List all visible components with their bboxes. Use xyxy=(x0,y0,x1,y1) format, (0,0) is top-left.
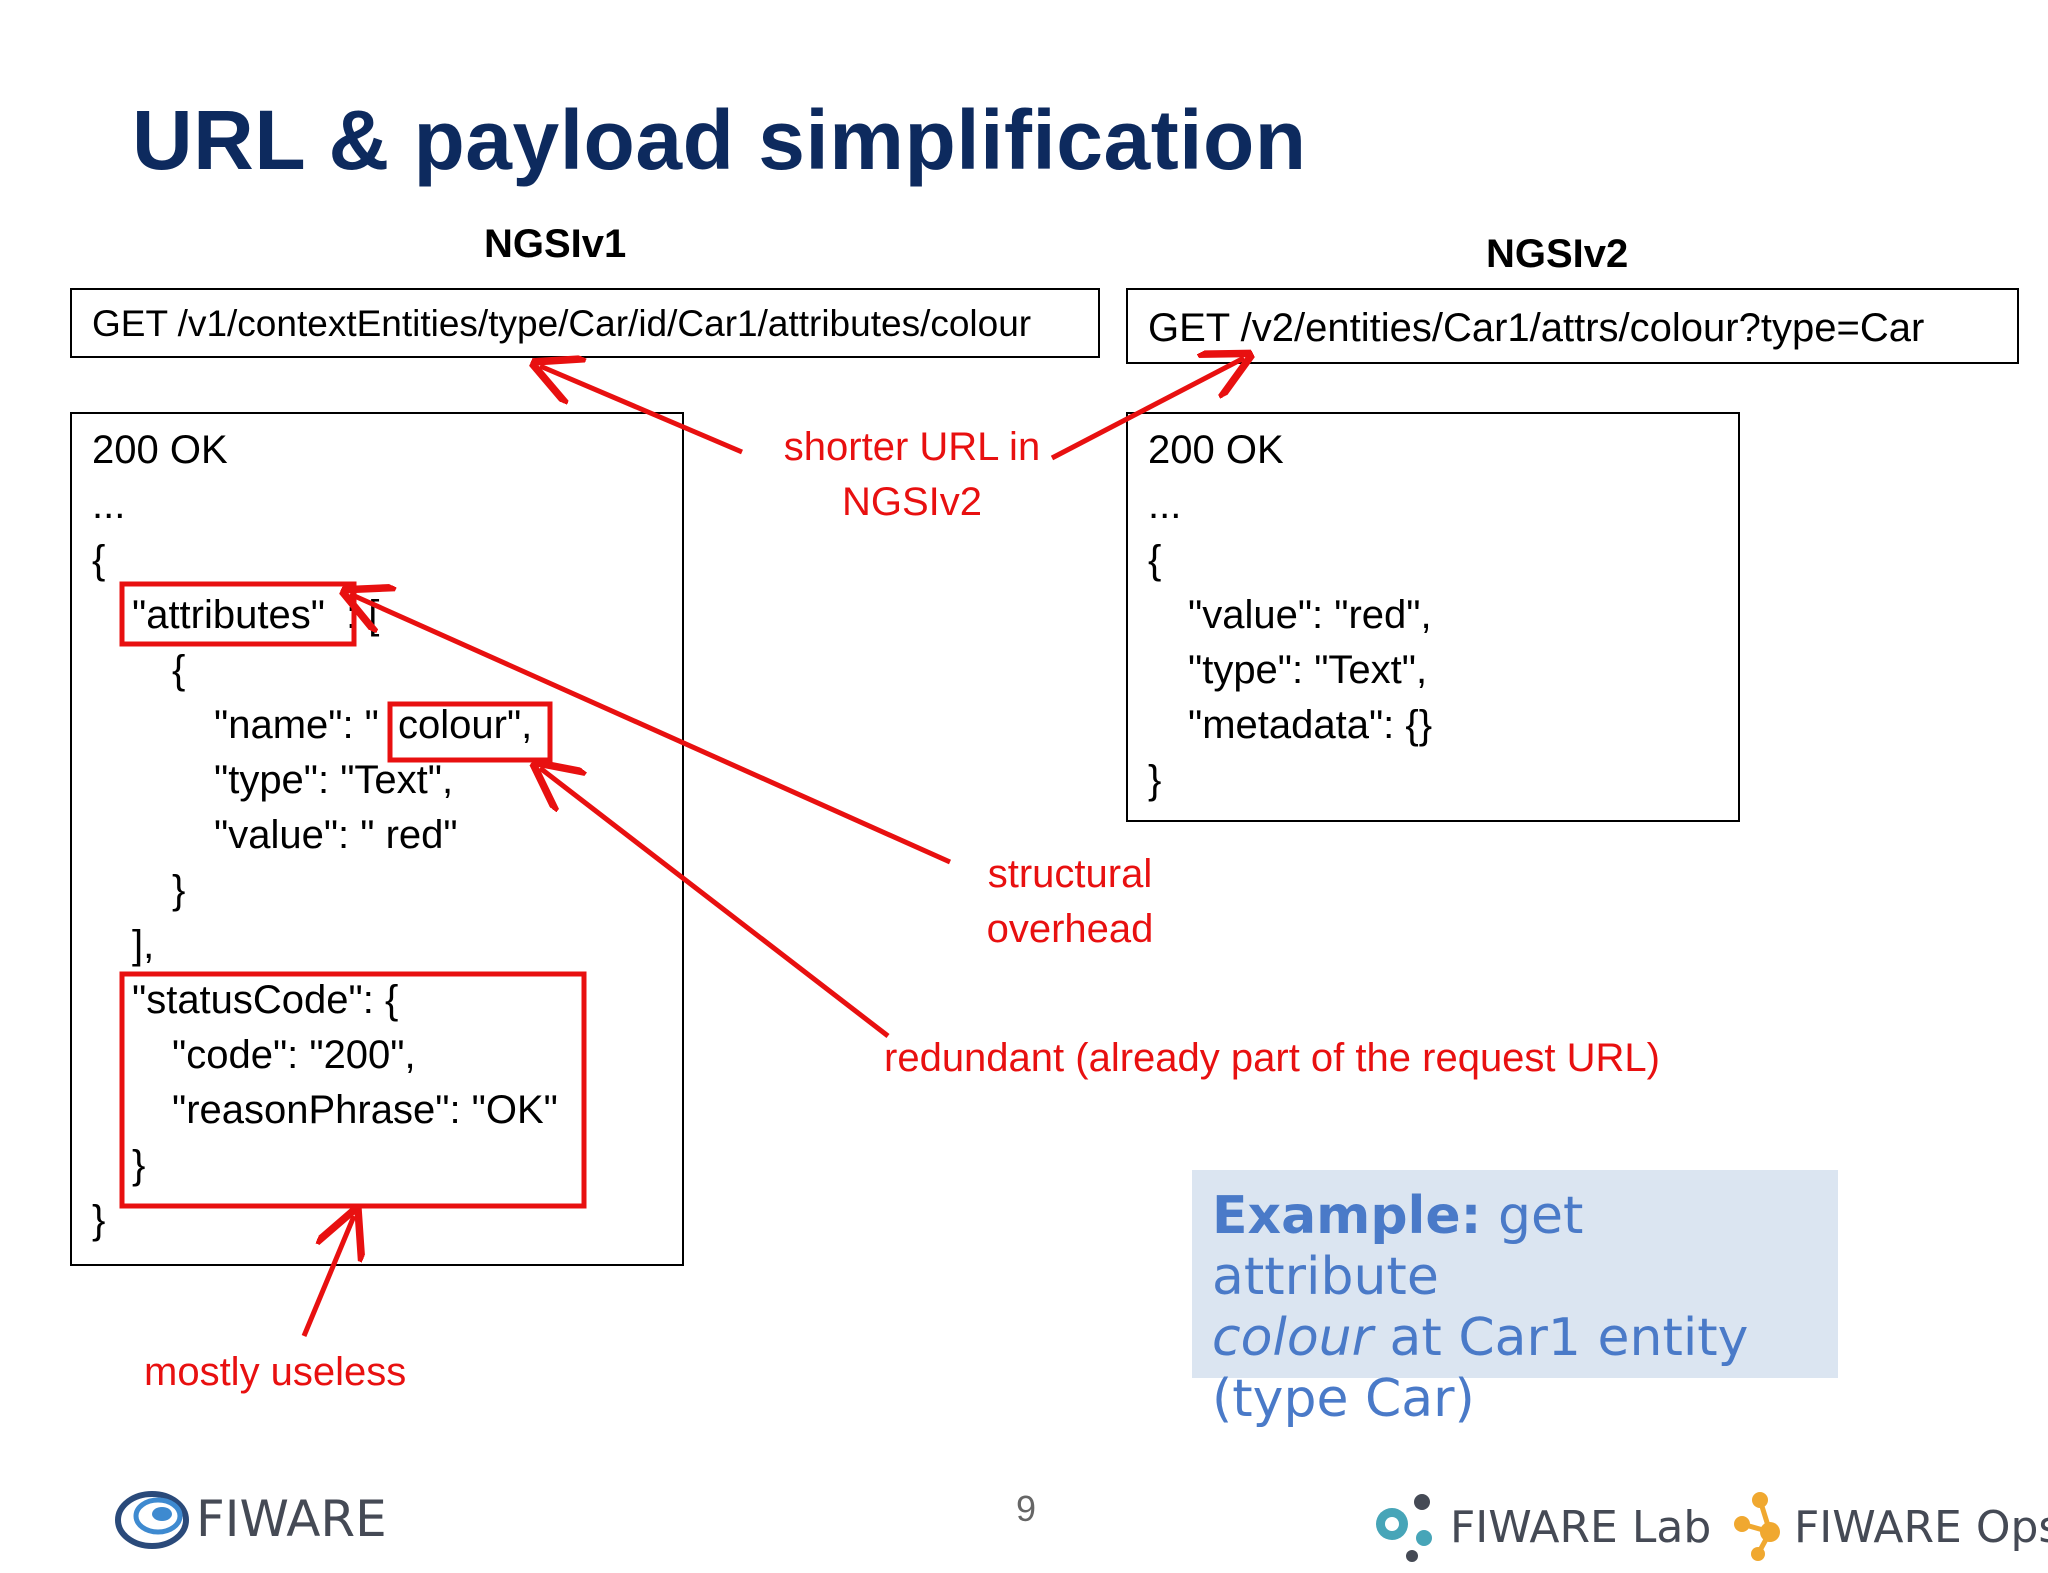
v1-inner-open: { xyxy=(172,648,186,692)
v1-response-box xyxy=(70,412,684,1266)
annotation-shorter-url: shorter URL in NGSIv2 xyxy=(742,425,1082,525)
example-box: Example: get attribute colour at Car1 en… xyxy=(1192,1170,1838,1429)
annotation-shorter-line1: shorter URL in xyxy=(783,425,1041,469)
fiware-ops-logo-text: FIWARE Ops xyxy=(1794,1502,2048,1553)
example-text3: (type Car) xyxy=(1212,1369,1475,1429)
arrow-redundant xyxy=(540,768,890,1038)
page-number: 9 xyxy=(1016,1488,1037,1529)
v1-status-code-line: "statusCode": { xyxy=(132,978,399,1022)
arrow-useless xyxy=(301,1216,354,1337)
annotation-shorter-line2: NGSIv2 xyxy=(841,480,983,524)
v1-array-close: ], xyxy=(132,923,155,967)
v2-ellipsis: ... xyxy=(1148,483,1182,527)
v1-inner-close: } xyxy=(172,868,186,912)
v2-response-box xyxy=(1126,412,1740,822)
ngsiv2-header: NGSIv2 xyxy=(1486,232,1629,276)
attributes-highlight-box xyxy=(119,581,357,647)
v1-url: GET /v1/contextEntities/type/Car/id/Car1… xyxy=(92,303,1032,344)
v2-value-line: "value": "red", xyxy=(1188,593,1432,637)
v1-close-brace: } xyxy=(92,1198,106,1242)
fiware-logo-text: FIWARE xyxy=(196,1490,387,1548)
slide-title: URL & payload simplification xyxy=(132,93,1307,187)
v2-status: 200 OK xyxy=(1148,428,1284,472)
arrow-shorter-to-v1 xyxy=(540,366,743,455)
v1-attributes-key: "attributes" xyxy=(132,593,325,637)
fiware-lab-logo-text: FIWARE Lab xyxy=(1450,1502,1712,1553)
v1-status-close: } xyxy=(132,1143,146,1187)
v1-name-key: "name": " xyxy=(214,703,379,747)
annotation-structural-line2: overhead xyxy=(986,907,1154,951)
v1-code-line: "code": "200", xyxy=(172,1033,416,1077)
v2-type-line: "type": "Text", xyxy=(1188,648,1428,692)
annotation-structural-line1: structural xyxy=(987,852,1153,896)
v1-reason-line: "reasonPhrase": "OK" xyxy=(172,1088,558,1132)
annotation-structural: structural overhead xyxy=(960,852,1180,952)
v2-url: GET /v2/entities/Car1/attrs/colour?type=… xyxy=(1148,306,1925,350)
annotation-useless: mostly useless xyxy=(144,1350,407,1394)
example-label: Example: xyxy=(1212,1186,1482,1246)
v2-open-brace: { xyxy=(1148,538,1162,582)
v1-value-line: "value": " red" xyxy=(214,813,458,857)
statuscode-highlight-box xyxy=(119,971,587,1209)
v1-status: 200 OK xyxy=(92,428,228,472)
fiware-swirl-icon xyxy=(115,1491,189,1549)
example-text1: get attribute xyxy=(1212,1186,1584,1307)
v1-ellipsis: ... xyxy=(92,483,126,527)
fiware-ops-icon xyxy=(1734,1492,1780,1561)
v2-url-box: GET /v2/entities/Car1/attrs/colour?type=… xyxy=(1126,288,2019,364)
v2-metadata-line: "metadata": {} xyxy=(1188,703,1433,747)
ngsiv1-header: NGSIv1 xyxy=(484,222,627,266)
colour-highlight-box xyxy=(387,701,553,763)
v1-type-line: "type": "Text", xyxy=(214,758,454,802)
example-italic: colour xyxy=(1212,1308,1374,1368)
arrow-structural xyxy=(350,594,952,865)
arrow-shorter-to-v2 xyxy=(1050,358,1244,461)
v1-open-brace: { xyxy=(92,538,106,582)
fiware-lab-icon xyxy=(1376,1494,1432,1562)
v1-name-value: colour", xyxy=(398,703,533,747)
annotation-redundant: redundant (already part of the request U… xyxy=(884,1036,1660,1080)
example-text2: at Car1 entity xyxy=(1373,1308,1749,1368)
v2-close-brace: } xyxy=(1148,758,1162,802)
